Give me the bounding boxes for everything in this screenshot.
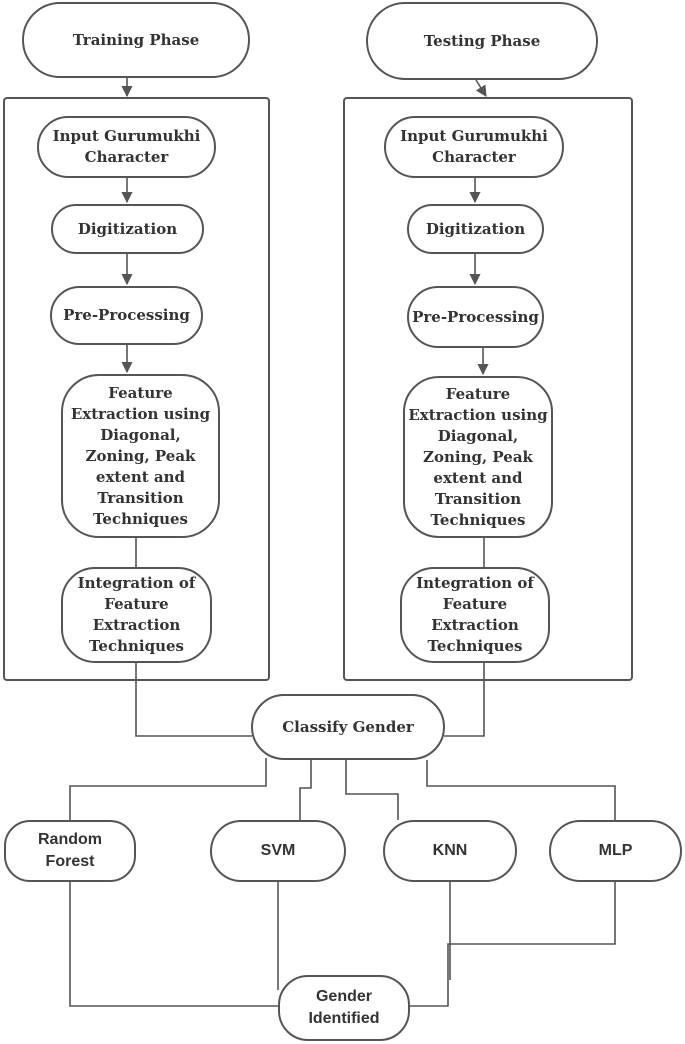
test-feature-label: Feature Extraction using Diagonal, Zonin… bbox=[408, 384, 548, 529]
svm-node: SVM bbox=[210, 820, 346, 882]
train-integration-label: Integration of Feature Extraction Techni… bbox=[77, 574, 196, 655]
line-test-to-classify bbox=[444, 663, 485, 737]
train-feature-label: Feature Extraction using Diagonal, Zonin… bbox=[70, 383, 211, 528]
test-integration-node: Integration of Feature Extraction Techni… bbox=[400, 567, 550, 663]
line-mlp-result bbox=[410, 882, 616, 1007]
train-digitization-node: Digitization bbox=[51, 204, 204, 254]
gender-identified-node: Gender Identified bbox=[278, 975, 410, 1041]
train-input-node: Input Gurumukhi Character bbox=[37, 116, 216, 178]
train-integration-node: Integration of Feature Extraction Techni… bbox=[61, 567, 212, 663]
mlp-node: MLP bbox=[549, 820, 682, 882]
train-input-label: Input Gurumukhi Character bbox=[52, 127, 201, 166]
line-classify-knn bbox=[345, 760, 399, 820]
test-digitization-label: Digitization bbox=[425, 219, 526, 238]
training-phase-label: Training Phase bbox=[72, 30, 200, 49]
line-train-to-classify bbox=[135, 663, 252, 737]
random-forest-node: Random Forest bbox=[4, 820, 136, 882]
training-frame bbox=[3, 97, 270, 681]
train-preprocessing-label: Pre-Processing bbox=[63, 306, 190, 324]
line-rf-result bbox=[69, 882, 280, 1007]
test-feature-node: Feature Extraction using Diagonal, Zonin… bbox=[403, 376, 553, 538]
testing-phase-label: Testing Phase bbox=[423, 31, 541, 50]
knn-node: KNN bbox=[383, 820, 517, 882]
classify-gender-node: Classify Gender bbox=[251, 694, 445, 760]
random-forest-label: Random Forest bbox=[38, 831, 102, 870]
line-classify-mlp bbox=[426, 760, 616, 820]
training-phase-node: Training Phase bbox=[22, 2, 250, 78]
line-classify-rf bbox=[69, 758, 267, 820]
testing-phase-node: Testing Phase bbox=[366, 2, 598, 80]
train-preprocessing-node: Pre-Processing bbox=[50, 286, 203, 345]
test-preprocessing-label: Pre-Processing bbox=[412, 307, 539, 326]
testing-frame bbox=[343, 97, 633, 681]
test-input-node: Input Gurumukhi Character bbox=[384, 116, 564, 178]
test-digitization-node: Digitization bbox=[407, 204, 544, 254]
classify-gender-label: Classify Gender bbox=[282, 717, 414, 736]
mlp-label: MLP bbox=[598, 842, 633, 859]
arrow-testing-start bbox=[475, 79, 487, 97]
svm-label: SVM bbox=[260, 842, 296, 859]
test-preprocessing-node: Pre-Processing bbox=[407, 286, 544, 348]
line-classify-svm bbox=[299, 760, 312, 820]
test-integration-label: Integration of Feature Extraction Techni… bbox=[416, 574, 534, 655]
train-digitization-label: Digitization bbox=[77, 219, 178, 238]
train-feature-node: Feature Extraction using Diagonal, Zonin… bbox=[61, 374, 220, 538]
test-input-label: Input Gurumukhi Character bbox=[400, 127, 548, 166]
gender-identified-label: Gender Identified bbox=[308, 988, 380, 1027]
knn-label: KNN bbox=[432, 842, 468, 859]
